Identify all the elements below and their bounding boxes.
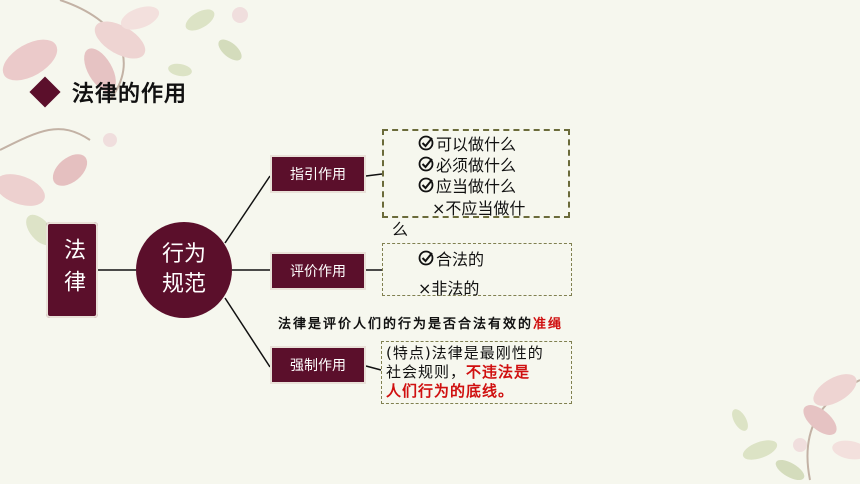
enforcement-line-2-prefix: 社会规则， — [386, 363, 466, 381]
list-item: 么 — [392, 216, 408, 240]
branch-evaluation: 评价作用 — [270, 252, 366, 290]
evaluation-note-highlight: 准绳 — [533, 317, 563, 332]
enforcement-text: (特点)法律是最刚性的 社会规则，不违法是 人们行为的底线。 — [386, 344, 570, 401]
page-title: 法律的作用 — [72, 76, 187, 108]
branch-guidance: 指引作用 — [270, 155, 366, 193]
behavior-norm-node: 行为 规范 — [136, 222, 232, 318]
list-item: ×不应当做什 — [432, 195, 525, 219]
check-circle-icon — [418, 156, 434, 172]
list-item-text: ×不应当做什 — [432, 195, 525, 219]
law-node: 法律 — [46, 222, 98, 318]
evaluation-note-text: 法律是评价人们的行为是否合法有效的 — [278, 317, 533, 332]
list-item-text: 应当做什么 — [436, 173, 516, 197]
list-item: ×非法的 — [418, 275, 479, 299]
branch-enforcement: 强制作用 — [270, 346, 366, 384]
list-item-text: 合法的 — [436, 246, 484, 270]
diamond-bullet-icon — [29, 76, 60, 107]
check-circle-icon — [418, 135, 434, 151]
enforcement-line-2-highlight: 不违法是 — [466, 363, 530, 381]
evaluation-note: 法律是评价人们的行为是否合法有效的准绳 — [278, 313, 563, 332]
section-heading: 法律的作用 — [34, 72, 187, 112]
enforcement-line-2: 社会规则，不违法是 — [386, 363, 570, 382]
list-item-text: 么 — [392, 216, 408, 240]
list-item-text: ×非法的 — [418, 275, 479, 299]
enforcement-line-1: (特点)法律是最刚性的 — [386, 344, 570, 363]
enforcement-line-3: 人们行为的底线。 — [386, 382, 570, 401]
check-circle-icon — [418, 177, 434, 193]
list-item: 应当做什么 — [418, 173, 516, 197]
check-circle-icon — [418, 250, 434, 266]
list-item: 合法的 — [418, 246, 484, 270]
